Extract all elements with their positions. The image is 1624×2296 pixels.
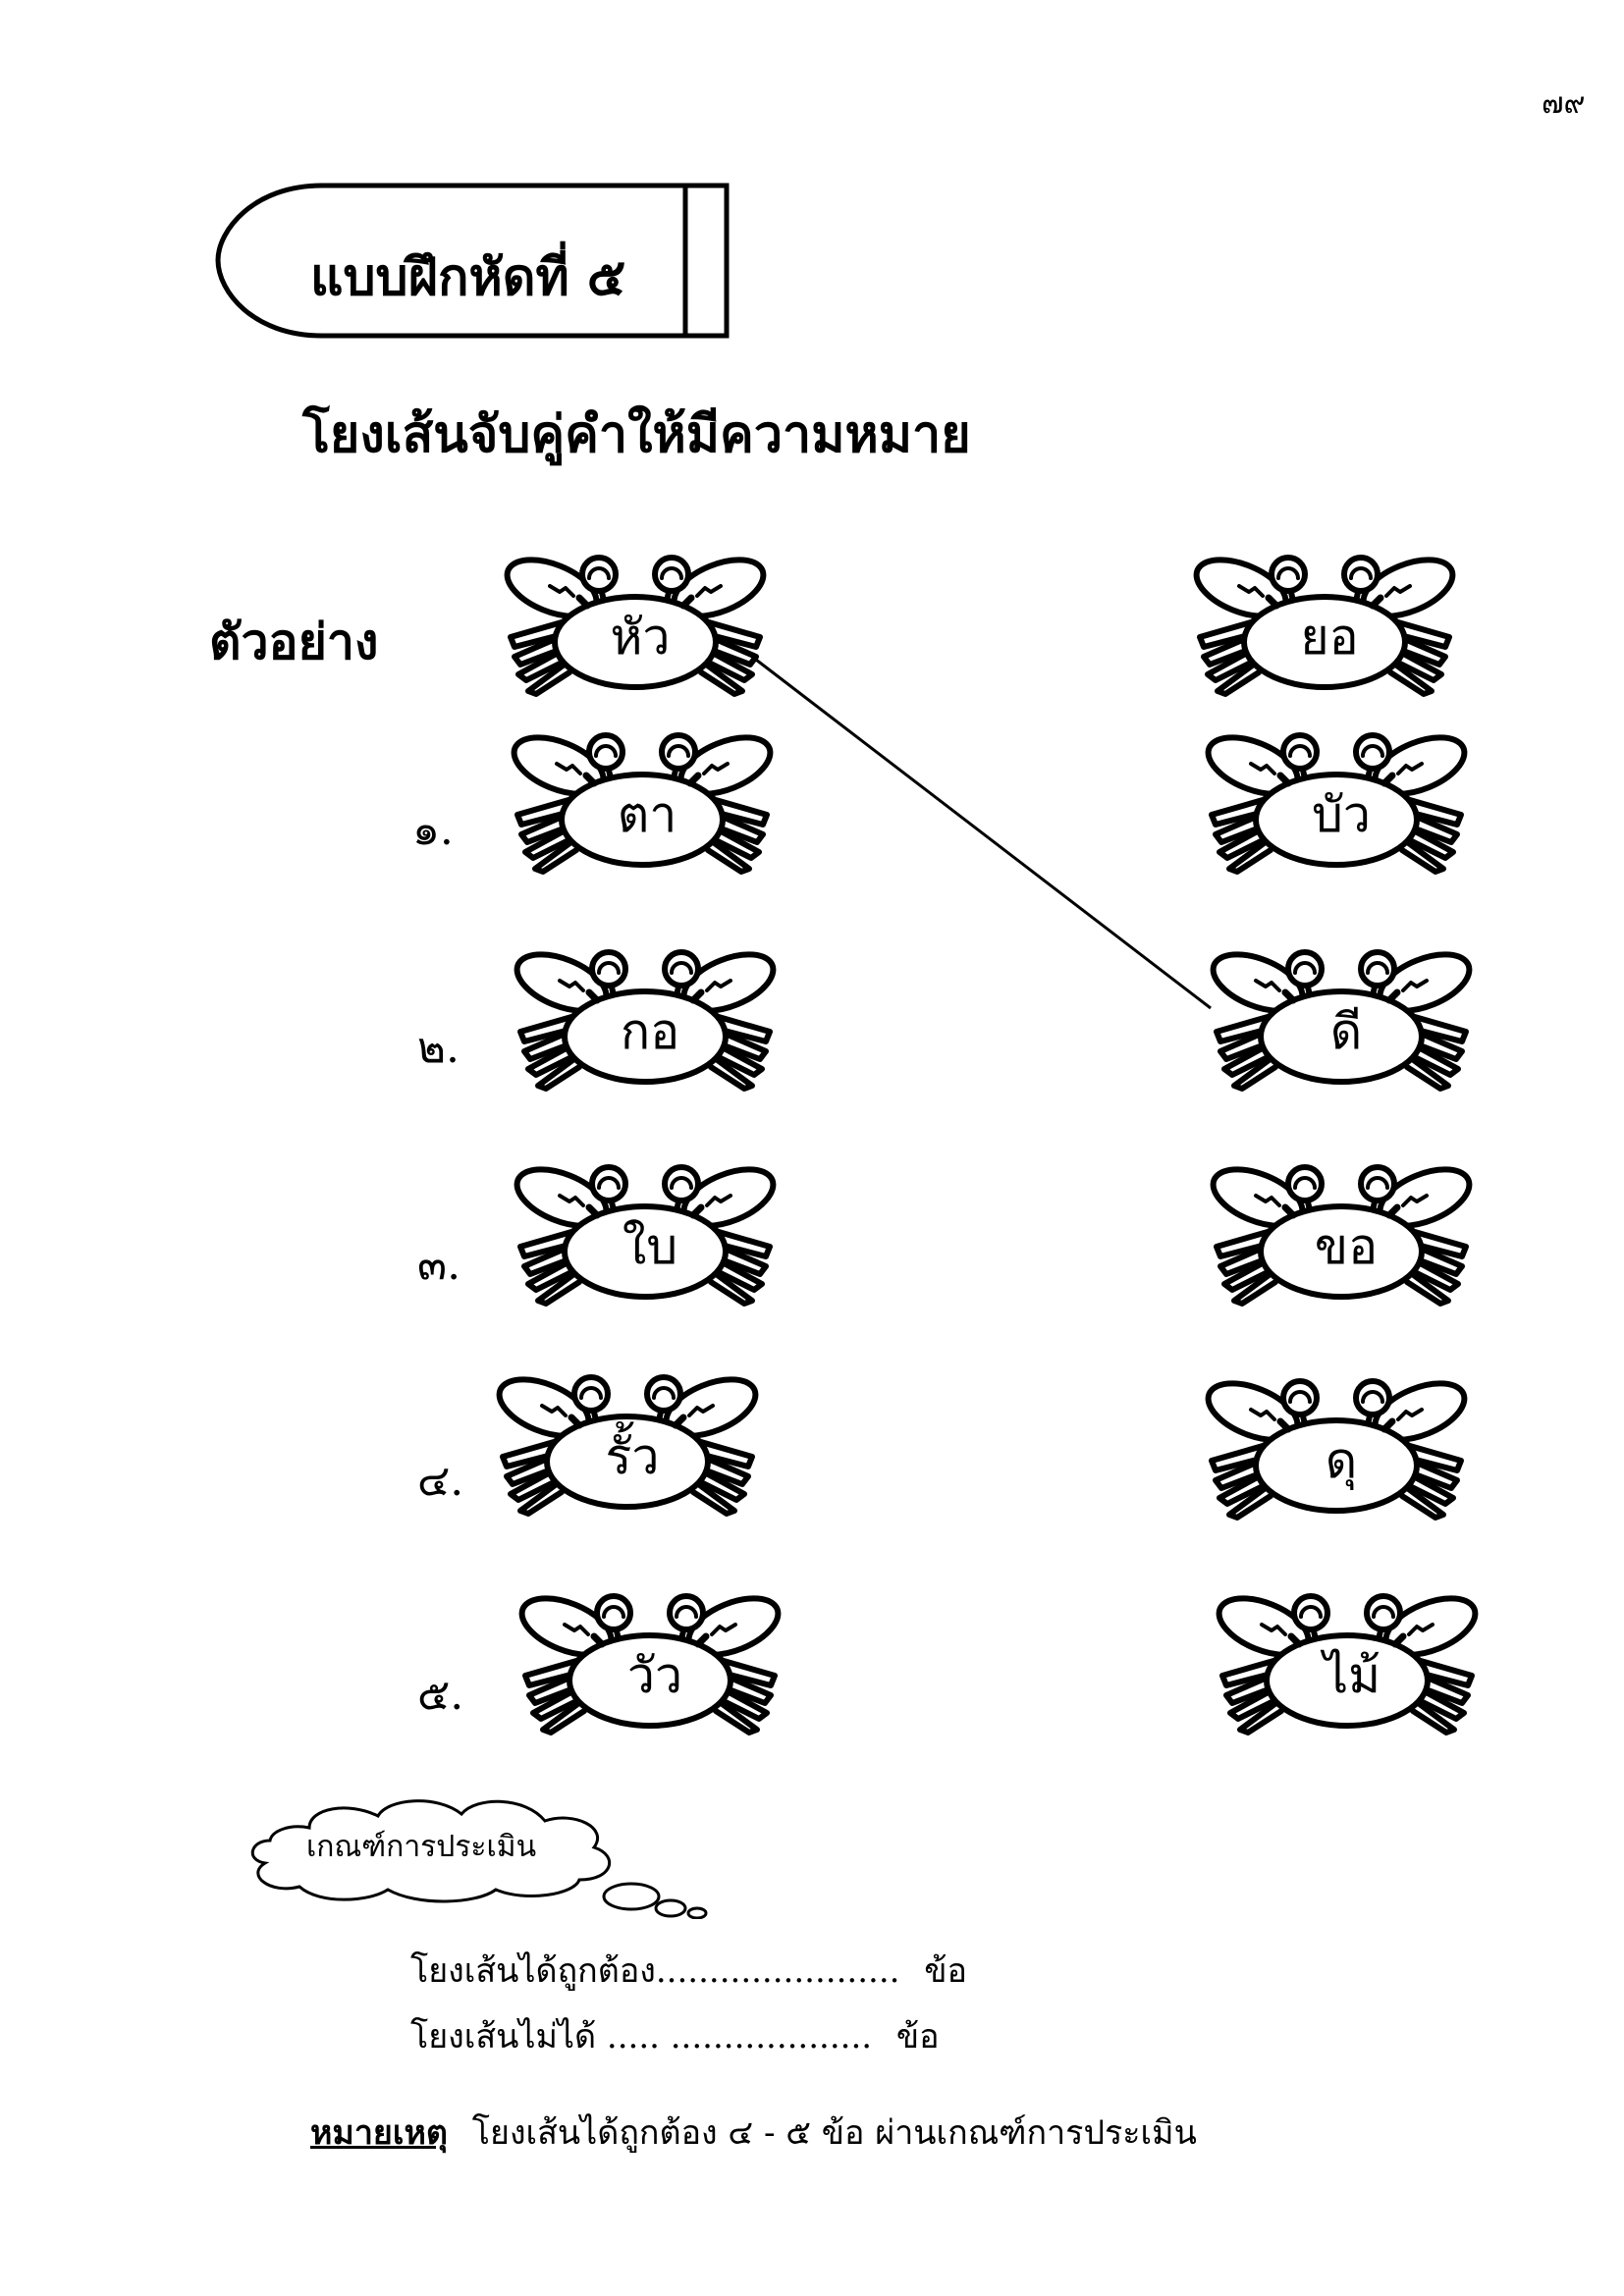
left-word-crab: หัว — [493, 549, 778, 706]
item-number: ๕. — [417, 1670, 464, 1720]
criteria-heading: เกณฑ์การประเมิน — [306, 1830, 537, 1864]
left-word-crab: ตา — [500, 726, 785, 883]
word-label: ยอ — [1300, 608, 1359, 666]
word-label: ใบ — [622, 1217, 678, 1275]
word-label: ไม้ — [1323, 1646, 1381, 1704]
note-label: หมายเหตุ — [310, 2113, 448, 2153]
note: หมายเหตุ โยงเส้นได้ถูกต้อง ๔ - ๕ ข้อ ผ่า… — [310, 2106, 1197, 2159]
item-number: ๓. — [417, 1240, 461, 1290]
right-word-crab: ขอ — [1199, 1158, 1484, 1315]
criteria-incorrect-row: โยงเส้นไม่ได้ ..... ................... … — [410, 2009, 940, 2062]
word-label: บัว — [1312, 785, 1371, 843]
left-word-crab: ใบ — [503, 1158, 787, 1315]
page-number: ๗๙ — [1542, 86, 1586, 121]
word-label: ขอ — [1314, 1217, 1379, 1275]
criteria-cloud — [251, 1799, 708, 1919]
right-word-crab: บัว — [1194, 726, 1479, 883]
item-number: ๑. — [412, 805, 454, 855]
left-word-crab: กอ — [503, 943, 787, 1100]
title-banner — [215, 183, 730, 339]
right-word-crab: ยอ — [1182, 549, 1467, 706]
criteria-incorrect: โยงเส้นไม่ได้ ..... ................... — [410, 2017, 873, 2056]
criteria-correct-row: โยงเส้นได้ถูกต้อง.......................… — [410, 1944, 967, 1997]
instruction: โยงเส้นจับคู่คำให้มีความหมาย — [302, 404, 971, 464]
left-word-crab: รั้ว — [485, 1368, 770, 1525]
left-word-crab: วัว — [508, 1587, 792, 1744]
right-word-crab: ดี — [1199, 943, 1484, 1100]
example-label: ตัวอย่าง — [209, 613, 379, 670]
item-number: ๔. — [417, 1456, 464, 1506]
criteria-correct: โยงเส้นได้ถูกต้อง....................... — [410, 1951, 900, 1991]
unit-label: ข้อ — [924, 1951, 967, 1991]
note-text: โยงเส้นได้ถูกต้อง ๔ - ๕ ข้อ ผ่านเกณฑ์การ… — [471, 2113, 1197, 2153]
word-label: วัว — [626, 1646, 683, 1704]
word-label: รั้ว — [605, 1427, 660, 1485]
item-number: ๒. — [417, 1023, 460, 1073]
word-label: ดี — [1329, 1002, 1363, 1060]
unit-label: ข้อ — [895, 2017, 940, 2056]
right-word-crab: ไม้ — [1205, 1587, 1489, 1744]
word-label: ตา — [617, 785, 677, 843]
word-label: กอ — [620, 1002, 680, 1060]
right-word-crab: ดุ — [1194, 1372, 1479, 1529]
word-label: ดุ — [1325, 1431, 1358, 1489]
exercise-title: แบบฝึกหัดที่ ๕ — [310, 247, 626, 307]
word-label: หัว — [610, 608, 671, 666]
